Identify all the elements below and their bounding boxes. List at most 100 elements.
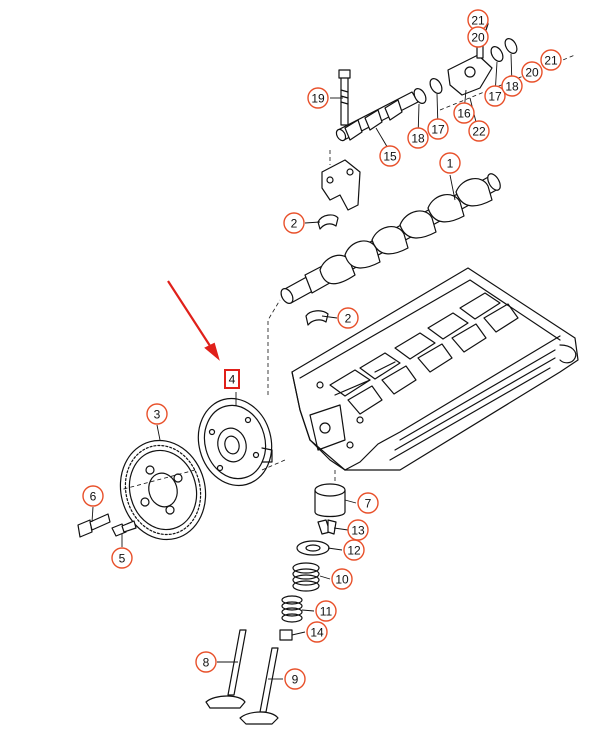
outer-valve-spring <box>292 562 320 592</box>
bearing-cap <box>321 159 361 211</box>
callout-7: 7 <box>357 492 379 514</box>
callout-label: 17 <box>488 90 502 104</box>
callout-ring <box>347 519 369 541</box>
callout-ring <box>284 668 306 690</box>
callout-ring <box>195 651 217 673</box>
callout-ring <box>315 600 337 622</box>
callout-ring <box>439 152 461 174</box>
callout-17: 17 <box>427 118 449 140</box>
callout-label: 21 <box>544 54 558 68</box>
callout-2: 2 <box>337 307 359 329</box>
callout-ring <box>501 75 523 97</box>
callout-label: 6 <box>90 490 97 504</box>
callout-ring <box>453 102 475 124</box>
spring-retainer <box>296 540 330 556</box>
callout-ring <box>331 568 353 590</box>
callout-label: 8 <box>203 656 210 670</box>
callout-ring <box>306 621 328 643</box>
callout-ring <box>468 120 490 142</box>
callout-ring <box>484 85 506 107</box>
callout-label: 4 <box>229 373 236 387</box>
callout-label: 5 <box>119 552 126 566</box>
callout-ring <box>283 212 305 234</box>
callout-8: 8 <box>195 651 217 673</box>
callout-label: 11 <box>320 605 333 619</box>
callout-3: 3 <box>146 403 168 425</box>
bolt-5 <box>111 520 137 537</box>
callout-label: 21 <box>471 14 485 28</box>
bolt-6 <box>77 513 111 538</box>
callout-label: 12 <box>347 544 361 558</box>
callout-10: 10 <box>331 568 353 590</box>
callout-label: 2 <box>291 217 298 231</box>
callout-6: 6 <box>82 485 104 507</box>
callout-label: 9 <box>292 673 299 687</box>
callout-17: 17 <box>484 85 506 107</box>
callout-label: 16 <box>457 107 471 121</box>
callout-13: 13 <box>347 519 369 541</box>
callout-19: 19 <box>307 87 329 109</box>
callout-18: 18 <box>501 75 523 97</box>
callout-label: 18 <box>411 132 425 146</box>
callout-ring <box>379 145 401 167</box>
callout-ring <box>540 49 562 71</box>
callout-label: 18 <box>505 80 519 94</box>
callout-5: 5 <box>111 547 133 569</box>
callout-20: 20 <box>467 26 489 48</box>
callout-20: 20 <box>521 61 543 83</box>
callout-15: 15 <box>379 145 401 167</box>
callout-14: 14 <box>306 621 328 643</box>
washers <box>413 38 518 104</box>
intake-valve <box>205 629 247 709</box>
callout-ring <box>427 118 449 140</box>
callout-ring <box>337 307 359 329</box>
callout-label: 7 <box>365 497 372 511</box>
camshaft <box>280 173 501 304</box>
callout-label: 10 <box>335 573 349 587</box>
valve-stem-seal <box>279 629 293 641</box>
valve-lifter <box>314 483 346 518</box>
sprocket-hub <box>197 397 273 487</box>
callout-ring <box>521 61 543 83</box>
callout-label: 20 <box>471 31 485 45</box>
callout-label: 20 <box>525 66 539 80</box>
callout-16: 16 <box>453 102 475 124</box>
callout-22: 22 <box>468 120 490 142</box>
inner-valve-spring <box>281 595 303 623</box>
callout-18: 18 <box>407 127 429 149</box>
callout-ring <box>111 547 133 569</box>
callout-2: 2 <box>283 212 305 234</box>
bearing-shell-upper <box>317 214 339 230</box>
callout-ring <box>467 26 489 48</box>
callout-ring <box>82 485 104 507</box>
callout-4: 4 <box>224 369 240 389</box>
callout-21: 21 <box>467 9 489 31</box>
callout-21: 21 <box>540 49 562 71</box>
callout-label: 13 <box>351 524 365 538</box>
callout-ring <box>343 539 365 561</box>
callout-label: 14 <box>310 626 324 640</box>
callout-label: 3 <box>154 408 161 422</box>
callout-12: 12 <box>343 539 365 561</box>
cylinder-head <box>291 267 579 471</box>
callout-ring <box>357 492 379 514</box>
highlight-box <box>224 369 240 389</box>
callout-label: 17 <box>431 123 445 137</box>
callout-9: 9 <box>284 668 306 690</box>
valve-keepers <box>317 519 337 535</box>
callout-label: 15 <box>383 150 397 164</box>
rocker-bracket <box>447 54 493 96</box>
highlight-arrow <box>167 280 220 361</box>
callout-label: 22 <box>472 125 486 139</box>
callout-label: 1 <box>447 157 454 171</box>
bearing-shell-lower <box>305 310 329 326</box>
callout-ring <box>146 403 168 425</box>
exhaust-valve <box>239 647 279 725</box>
camshaft-sprocket <box>119 439 207 541</box>
callout-label: 19 <box>311 92 325 106</box>
bolt-19 <box>338 69 351 126</box>
callout-11: 11 <box>315 600 337 622</box>
